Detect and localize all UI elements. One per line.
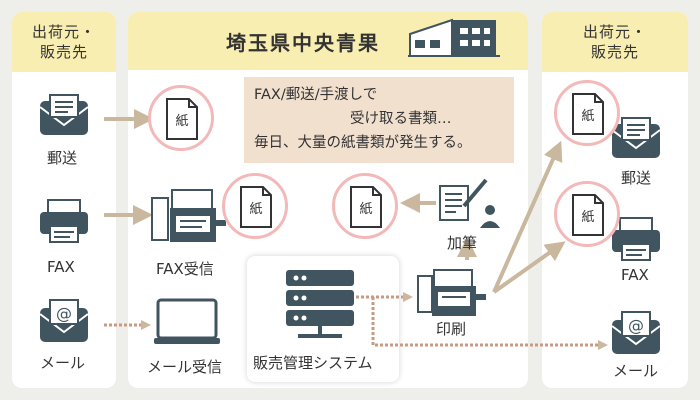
paper-icon: 紙 [166,98,198,140]
email-icon: @ [611,311,661,354]
paper-label: 紙 [581,109,595,124]
fax-icon [40,199,88,243]
arrow-print-to-mail [492,140,563,293]
right-panel-title: 出荷元・ 販売先 [542,12,688,72]
paper-circle-right-fax: 紙 [554,181,620,247]
right-label-mail: 郵送 [621,169,652,187]
fax-machine-icon [151,189,226,242]
paper-circle-mail: 紙 [148,85,214,151]
right-panel-title-text: 出荷元・ 販売先 [582,23,647,61]
server-icon [286,270,354,338]
left-panel-title: 出荷元・ 販売先 [12,12,116,72]
print-label: 印刷 [436,320,467,338]
main-panel-title-text: 埼玉県中央青果 [226,30,380,55]
annotate-label: 加筆 [447,234,478,252]
paper-label: 紙 [175,114,189,129]
arrow-print-to-fax [492,241,566,294]
envelope-icon [611,117,661,158]
annotate-icon [439,178,500,228]
paper-icon: 紙 [572,194,604,236]
laptop-icon [154,298,220,344]
left-panel-title-text: 出荷元・ 販売先 [31,23,96,61]
paper-label: 紙 [359,202,373,217]
right-label-fax: FAX [621,266,649,284]
left-label-mail: 郵送 [47,149,78,167]
note-line-1: FAX/郵送/手渡しで [254,87,378,103]
arrow-system-to-email [371,297,608,350]
envelope-icon [39,94,89,135]
system-label: 販売管理システム [253,354,373,372]
fax-receive-label: FAX受信 [156,260,214,278]
left-label-email: メール [40,354,86,372]
paper-icon: 紙 [240,186,272,228]
note-line-2: 受け取る書類… [350,111,452,127]
note-line-3: 毎日、大量の紙書類が発生する。 [254,135,472,151]
email-icon: @ [39,299,89,342]
info-note: FAX/郵送/手渡しで 受け取る書類… 毎日、大量の紙書類が発生する。 [244,77,514,163]
printer-icon [417,269,486,316]
paper-circle-fax: 紙 [222,173,288,239]
svg-text:@: @ [628,316,644,335]
building-icon [408,18,500,57]
mail-receive-label: メール受信 [147,358,223,376]
paper-icon: 紙 [350,186,382,228]
paper-circle-annotate: 紙 [332,173,398,239]
svg-text:@: @ [56,304,72,323]
paper-label: 紙 [581,210,595,225]
right-label-email: メール [613,362,659,380]
paper-circle-right-mail: 紙 [554,80,620,146]
paper-label: 紙 [249,202,263,217]
fax-icon [612,217,660,261]
paper-icon: 紙 [572,93,604,135]
left-label-fax: FAX [47,258,75,276]
